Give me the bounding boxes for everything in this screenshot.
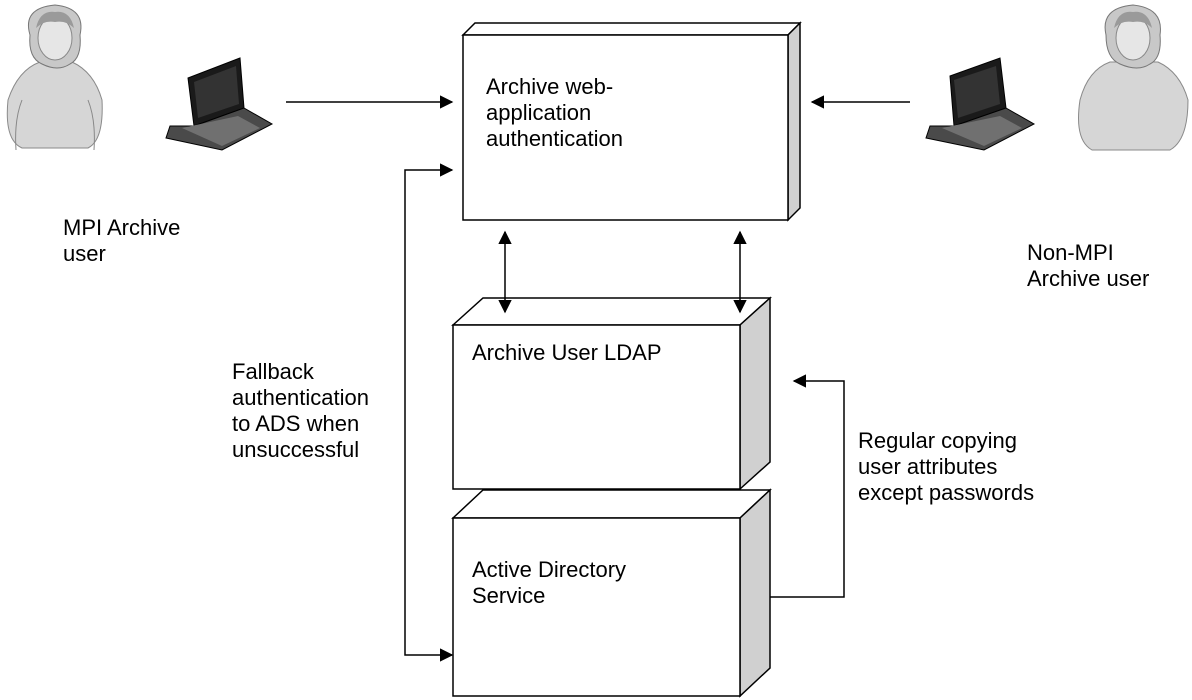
ldap-box (451, 296, 772, 491)
ads-box (451, 488, 772, 698)
web-auth-box-label: Archive web- application authentication (486, 74, 623, 151)
ads-box-label: Active Directory Service (472, 557, 627, 608)
fallback-label: Fallback authentication to ADS when unsu… (232, 359, 369, 462)
copying-connector (770, 374, 845, 598)
non-mpi-user-person-icon (1078, 4, 1189, 151)
mpi-user-person-icon (6, 4, 103, 151)
copying-label: Regular copying user attributes except p… (858, 428, 1035, 505)
non-mpi-user-laptop-icon (925, 57, 1036, 151)
ldap-box-label: Archive User LDAP (472, 340, 662, 365)
mpi-user-laptop-icon (165, 57, 274, 151)
non-mpi-user-label: Non-MPI Archive user (1027, 240, 1150, 291)
fallback-connector (404, 163, 454, 662)
mpi-user-label: MPI Archive user (63, 215, 181, 266)
web-auth-box (461, 21, 802, 222)
